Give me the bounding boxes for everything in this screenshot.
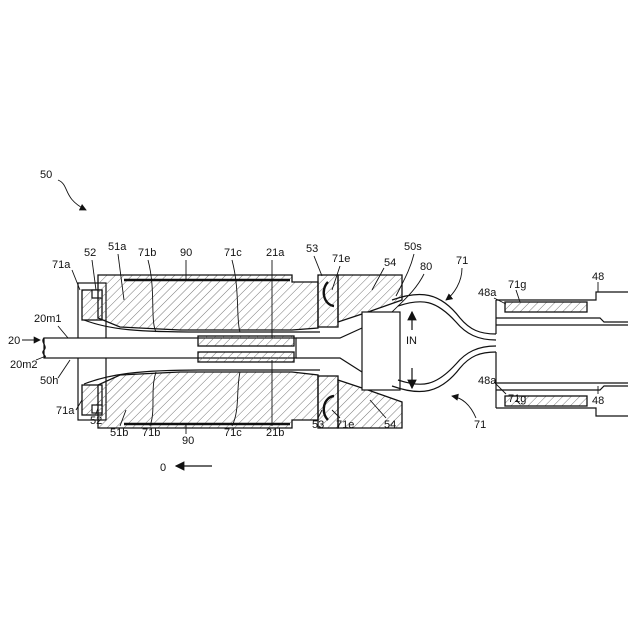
probe-core	[198, 336, 294, 346]
label-71b-top: 71b	[138, 247, 156, 259]
label-71a-top: 71a	[52, 259, 71, 271]
label-48a-top: 48a	[478, 287, 497, 299]
leader-53-top	[314, 256, 322, 276]
label-50s: 50s	[404, 241, 422, 253]
label-71b-bottom: 71b	[142, 427, 160, 439]
label-71e-top: 71e	[332, 253, 350, 265]
label-50: 50	[40, 169, 52, 181]
leader-50h	[58, 360, 70, 378]
label-90-bottom: 90	[182, 435, 194, 447]
label-48-bottom: 48	[592, 395, 604, 407]
label-71-top: 71	[456, 255, 468, 267]
label-52-top: 52	[84, 247, 96, 259]
tube-71-outer-top	[392, 294, 496, 334]
label-54-top: 54	[384, 257, 396, 269]
label-48-top: 48	[592, 271, 604, 283]
label-20m2: 20m2	[10, 359, 38, 371]
label-53-top: 53	[306, 243, 318, 255]
label-54-bottom: 54	[384, 419, 396, 431]
label-20: 20	[8, 335, 20, 347]
leader-71-bottom	[452, 396, 476, 418]
label-53-bottom: 53	[312, 419, 324, 431]
label-20m1: 20m1	[34, 313, 62, 325]
label-21a: 21a	[266, 247, 285, 259]
leader-20m1	[58, 326, 68, 338]
nozzle-50s	[362, 312, 400, 390]
mold-body-51a	[98, 275, 318, 330]
label-71g-bottom: 71g	[508, 393, 526, 405]
label-71e-bottom: 71e	[336, 419, 354, 431]
label-51b: 51b	[110, 427, 128, 439]
label-IN: IN	[406, 335, 417, 347]
label-71a-bottom: 71a	[56, 405, 75, 417]
label-52-bottom: 52	[90, 415, 102, 427]
label-21b: 21b	[266, 427, 284, 439]
leader-71-top	[446, 268, 462, 300]
leader-71a-top	[72, 270, 80, 290]
direction-label: 0	[160, 462, 166, 474]
label-71c-top: 71c	[224, 247, 242, 259]
label-71c-bottom: 71c	[224, 427, 242, 439]
sleeve-71g-top	[505, 302, 587, 312]
label-48a-bottom: 48a	[478, 375, 497, 387]
mold-body-51b	[98, 372, 318, 428]
label-80: 80	[420, 261, 432, 273]
label-51a: 51a	[108, 241, 127, 253]
label-50h: 50h	[40, 375, 58, 387]
leader-50	[58, 180, 86, 210]
label-71-bottom: 71	[474, 419, 486, 431]
label-90-top: 90	[180, 247, 192, 259]
label-71g-top: 71g	[508, 279, 526, 291]
probe-core-lower	[198, 352, 294, 362]
